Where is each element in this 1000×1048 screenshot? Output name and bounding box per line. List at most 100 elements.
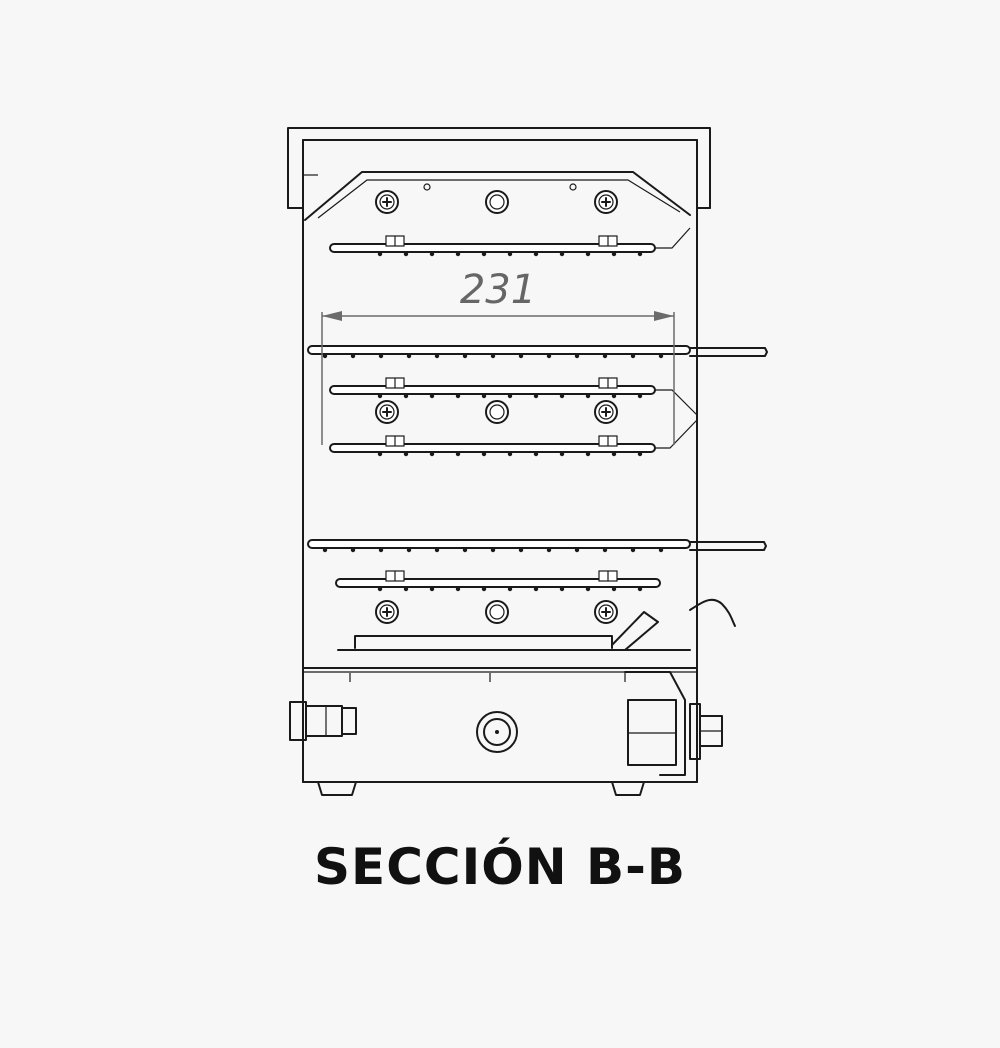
rail-rivet xyxy=(378,547,384,553)
rail-rivet xyxy=(377,251,383,257)
rail-rivet xyxy=(546,353,552,359)
rail-rivet xyxy=(481,393,487,399)
rail-rivet xyxy=(378,353,384,359)
rail-rivet xyxy=(585,451,591,457)
rail-rivet xyxy=(637,251,643,257)
housing-outline xyxy=(287,127,711,783)
rail-rivet xyxy=(377,393,383,399)
rail-rivet xyxy=(377,586,383,592)
small-hole xyxy=(569,183,577,191)
rail-rivet xyxy=(350,547,356,553)
rail-rivet xyxy=(637,393,643,399)
burner-plate xyxy=(337,611,691,651)
rail-rivet xyxy=(559,251,565,257)
screw-icon xyxy=(594,190,618,214)
rail-clip xyxy=(385,235,405,247)
rail-rivet xyxy=(434,547,440,553)
rail-rivet xyxy=(490,353,496,359)
rail-rivet xyxy=(574,547,580,553)
rail-rivet xyxy=(546,547,552,553)
rail-rivet xyxy=(403,251,409,257)
section-caption: SECCIÓN B-B xyxy=(314,838,686,896)
rail-rivet xyxy=(377,451,383,457)
rail-rivet xyxy=(574,353,580,359)
rail-clip xyxy=(385,377,405,389)
cable-wire xyxy=(689,598,736,627)
rail-rivet xyxy=(455,251,461,257)
rail-rivet xyxy=(533,586,539,592)
rail-rivet xyxy=(481,251,487,257)
rail-rivet xyxy=(658,547,664,553)
rail-rivet xyxy=(507,393,513,399)
rail-rivet xyxy=(507,451,513,457)
rail-rivet xyxy=(455,393,461,399)
rail-rivet xyxy=(429,393,435,399)
rail-clip xyxy=(598,570,618,582)
grill-rail xyxy=(335,578,661,588)
screw-icon xyxy=(375,600,399,624)
screw-icon xyxy=(375,190,399,214)
rail-rivet xyxy=(611,251,617,257)
rail-rivet xyxy=(429,451,435,457)
rail-rivet xyxy=(403,451,409,457)
hole-icon xyxy=(485,600,509,624)
rail-rivet xyxy=(559,586,565,592)
rail-clip xyxy=(598,235,618,247)
screw-icon xyxy=(594,400,618,424)
rail-rivet xyxy=(518,353,524,359)
rail-rivet xyxy=(559,451,565,457)
rail-clip xyxy=(385,570,405,582)
rail-rivet xyxy=(455,586,461,592)
rail-rivet xyxy=(403,586,409,592)
base-unit xyxy=(289,667,723,796)
rail-rivet xyxy=(533,451,539,457)
right-rail-bends xyxy=(655,389,698,449)
grill-rail xyxy=(307,539,691,549)
rail-rivet xyxy=(462,547,468,553)
rail-rivet xyxy=(490,547,496,553)
rail-rivet xyxy=(611,586,617,592)
rail-rivet xyxy=(637,451,643,457)
rail-rivet xyxy=(455,451,461,457)
rail-rivet xyxy=(403,393,409,399)
hole-icon xyxy=(485,400,509,424)
grill-rail xyxy=(307,345,691,355)
rail-bend xyxy=(655,227,691,249)
rail-rivet xyxy=(611,393,617,399)
rail-rivet xyxy=(602,353,608,359)
rail-rivet xyxy=(462,353,468,359)
rail-rivet xyxy=(507,586,513,592)
rail-rivet xyxy=(406,547,412,553)
grill-rails xyxy=(307,227,691,592)
rail-rivet xyxy=(350,353,356,359)
handle-upper xyxy=(689,347,768,357)
rail-rivet xyxy=(658,353,664,359)
rail-rivet xyxy=(429,251,435,257)
rail-rivet xyxy=(533,393,539,399)
hole-icon xyxy=(485,190,509,214)
small-hole xyxy=(423,183,431,191)
rail-rivet xyxy=(322,353,328,359)
rail-rivet xyxy=(429,586,435,592)
rail-rivet xyxy=(585,586,591,592)
top-bracket xyxy=(304,171,691,221)
rail-rivet xyxy=(322,547,328,553)
rail-rivet xyxy=(630,547,636,553)
rail-rivet xyxy=(518,547,524,553)
screw-icon xyxy=(594,600,618,624)
rail-rivet xyxy=(602,547,608,553)
rail-rivet xyxy=(559,393,565,399)
rail-rivet xyxy=(507,251,513,257)
rail-rivet xyxy=(611,451,617,457)
rail-rivet xyxy=(481,451,487,457)
rail-rivet xyxy=(637,586,643,592)
rail-clip xyxy=(598,435,618,447)
rail-rivet xyxy=(481,586,487,592)
rail-clip xyxy=(598,377,618,389)
rail-rivet xyxy=(630,353,636,359)
handle-lower xyxy=(689,541,767,551)
dimension-value: 231 xyxy=(460,267,536,313)
rail-rivet xyxy=(434,353,440,359)
